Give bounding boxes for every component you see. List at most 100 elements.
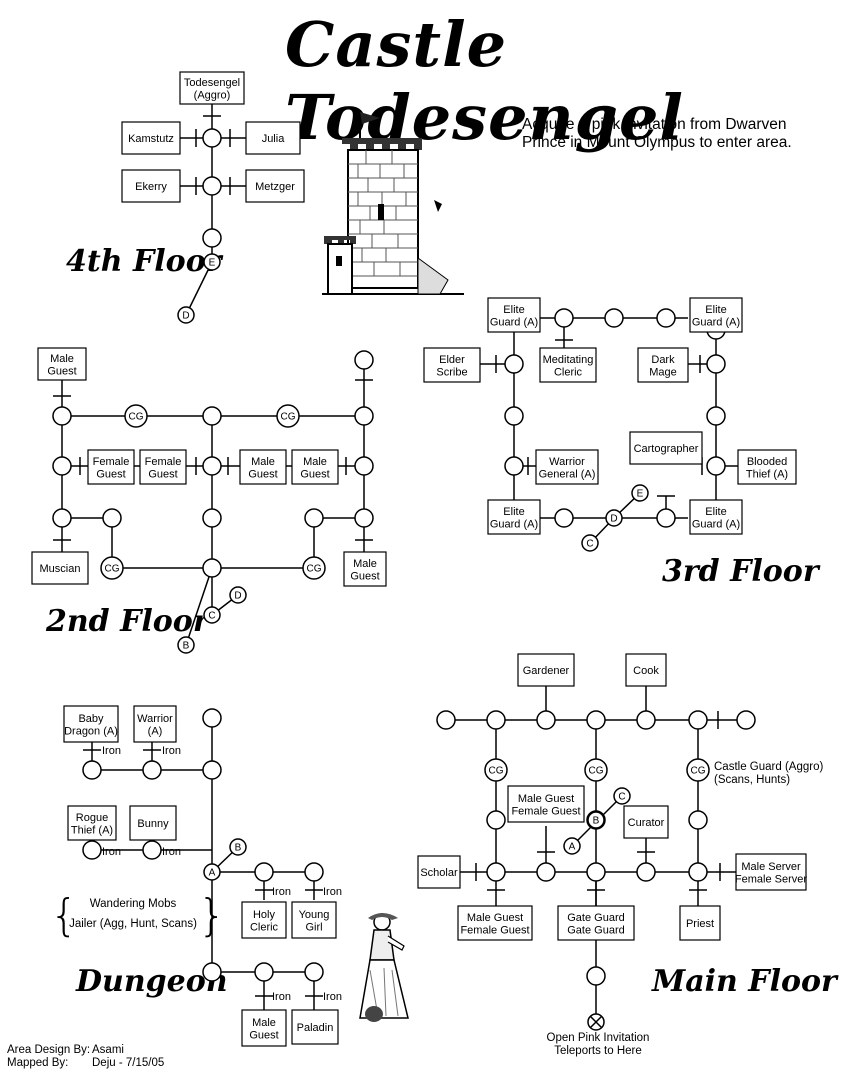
svg-text:CG: CG [105, 564, 120, 575]
npc-room-label: Julia [262, 133, 286, 145]
maiden-illustration [359, 913, 409, 1022]
npc-room-m-priest: Priest [679, 905, 721, 941]
npc-room-label: Elite [705, 304, 726, 316]
iron-door-label: Iron [162, 745, 181, 757]
room-node [706, 456, 726, 476]
wandering-mobs-title: Wandering Mobs [89, 898, 177, 910]
room-node [52, 406, 72, 426]
npc-room-label: Male [353, 558, 377, 570]
credit-mapped-label: Mapped By: [7, 1057, 69, 1069]
marker-e: E [631, 484, 649, 502]
svg-text:A: A [209, 868, 216, 879]
floor-label-dungeon: Dungeon [76, 964, 228, 999]
room-node [736, 710, 756, 730]
room-node [656, 308, 676, 328]
npc-room-label: Gardener [523, 665, 570, 677]
npc-room-label: Thief (A) [746, 468, 788, 480]
npc-room-label: Young [299, 909, 330, 921]
svg-text:C: C [586, 539, 593, 550]
npc-room-f4-kamstutz: Kamstutz [121, 121, 181, 155]
npc-room-label: Dark [651, 354, 675, 366]
npc-room-label: Guest [96, 468, 125, 480]
npc-room-label: Scholar [420, 867, 458, 879]
npc-room-label: Guest [300, 468, 329, 480]
npc-room-label: Holy [253, 909, 276, 921]
room-node [536, 862, 556, 882]
invitation-note: Open Pink Invitation Teleports to Here [538, 1032, 658, 1058]
room-node [202, 176, 222, 196]
marker-cg: CG [302, 556, 326, 580]
marker-d: D [229, 586, 247, 604]
npc-room-label: Guard (A) [692, 316, 740, 328]
npc-room-label: Elite [503, 304, 524, 316]
room-node [436, 710, 456, 730]
svg-text:CG: CG [489, 766, 504, 777]
npc-room-label: Male Guest [518, 793, 574, 805]
npc-room-f4-todesengel: Todesengel(Aggro) [179, 71, 245, 105]
npc-room-label: Guest [148, 468, 177, 480]
npc-room-f4-ekerry: Ekerry [121, 169, 181, 203]
room-node [636, 710, 656, 730]
room-node [202, 128, 222, 148]
floor-label-3rd: 3rd Floor [662, 554, 819, 589]
room-node [202, 558, 222, 578]
room-node [82, 840, 102, 860]
room-node [202, 760, 222, 780]
marker-a: A [563, 837, 581, 855]
room-node [586, 710, 606, 730]
npc-room-d-bunny: Bunny [129, 805, 177, 841]
invitation-arrival-node [587, 1013, 605, 1031]
marker-cg: CG [276, 404, 300, 428]
npc-room-f3-cartographer: Cartographer [629, 431, 703, 465]
npc-room-label: Metzger [255, 181, 295, 193]
svg-text:CG: CG [307, 564, 322, 575]
svg-text:B: B [593, 816, 600, 827]
npc-room-label: Guest [350, 570, 379, 582]
room-node [586, 862, 606, 882]
npc-room-label: Todesengel [184, 77, 240, 89]
room-node [706, 354, 726, 374]
npc-room-label: Guard (A) [490, 316, 538, 328]
iron-door-label: Iron [162, 846, 181, 858]
npc-room-label: Cartographer [634, 443, 699, 455]
room-node [202, 406, 222, 426]
corridor-line [185, 261, 213, 316]
corridor-lines [61, 102, 746, 1022]
npc-room-label: (Aggro) [194, 89, 231, 101]
svg-text:A: A [569, 842, 576, 853]
npc-room-label: Rogue [76, 812, 108, 824]
room-node [504, 406, 524, 426]
npc-room-label: Warrior [549, 456, 585, 468]
npc-room-label: Cleric [554, 366, 583, 378]
castle-guard-note-line-2: (Scans, Hunts) [714, 774, 791, 786]
npc-room-f4-metzger: Metzger [245, 169, 305, 203]
svg-text:CG: CG [691, 766, 706, 777]
npc-room-label: Paladin [297, 1022, 334, 1034]
room-node [142, 840, 162, 860]
room-node [688, 810, 708, 830]
npc-room-label: Male [50, 353, 74, 365]
room-node [354, 406, 374, 426]
room-node [202, 962, 222, 982]
npc-room-label: Guest [47, 365, 76, 377]
npc-room-m-cook: Cook [625, 653, 667, 687]
npc-room-label: Guard (A) [692, 518, 740, 530]
room-node [142, 760, 162, 780]
npc-room-label: Cook [633, 665, 659, 677]
floor-label-main: Main Floor [652, 964, 837, 999]
iron-door-label: Iron [102, 745, 121, 757]
npc-room-label: Female Server [735, 873, 807, 885]
